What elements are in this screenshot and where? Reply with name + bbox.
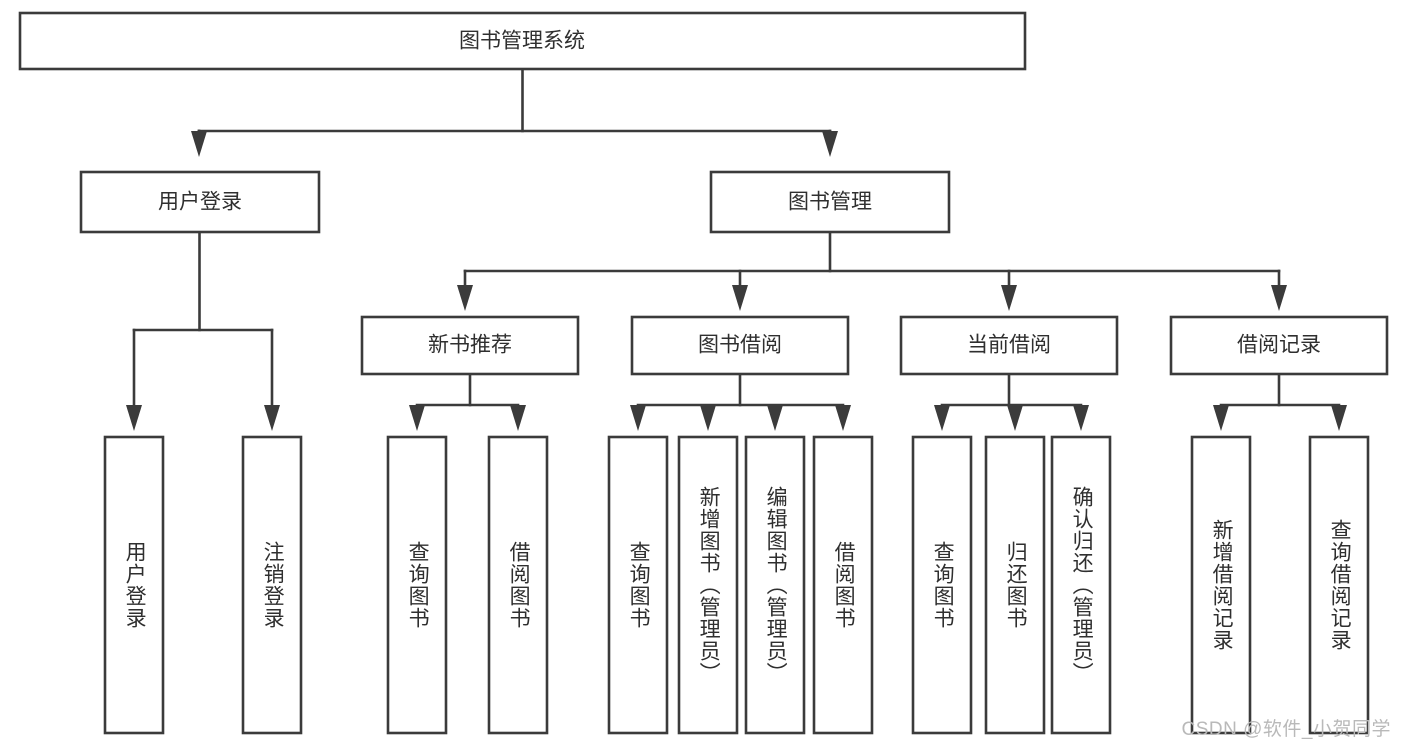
arrow-head-leaf-return-book [1007, 405, 1023, 431]
connector-group-new-book-recommend [409, 372, 526, 431]
node-user-login-label: 用户登录 [158, 191, 242, 214]
arrow-head-borrow-record [1271, 285, 1287, 311]
node-leaf-query-book-borrow-box[interactable] [607, 435, 669, 735]
node-leaf-confirm-return-admin-box[interactable] [1050, 435, 1112, 735]
leaf-boxes [103, 435, 1370, 735]
node-leaf-add-book-admin-box[interactable] [677, 435, 739, 735]
node-book-management-box[interactable] [709, 170, 951, 234]
node-user-login[interactable]: 用户登录 [79, 170, 321, 234]
arrow-head-new-book-recommend [457, 285, 473, 311]
node-root-box[interactable] [18, 11, 1027, 71]
node-leaf-user-login-box[interactable] [103, 435, 165, 735]
node-current-borrow-label: 当前借阅 [967, 334, 1051, 357]
connector-group-book-management [457, 230, 1287, 311]
arrow-head-leaf-borrow-book [835, 405, 851, 431]
connector-group-root [191, 67, 838, 157]
arrow-head-leaf-add-borrow-record [1213, 405, 1229, 431]
arrow-head-book-borrow [732, 285, 748, 311]
node-leaf-query-borrow-record-box[interactable] [1308, 435, 1370, 735]
node-borrow-record-box[interactable] [1169, 315, 1389, 376]
node-book-borrow[interactable]: 图书借阅 [630, 315, 850, 376]
arrow-head-leaf-logout-login [264, 405, 280, 431]
node-new-book-recommend[interactable]: 新书推荐 [360, 315, 580, 376]
arrow-head-leaf-query-book-current [934, 405, 950, 431]
node-new-book-recommend-box[interactable] [360, 315, 580, 376]
arrow-head-leaf-edit-book-admin [767, 405, 783, 431]
node-user-login-box[interactable] [79, 170, 321, 234]
arrow-head-leaf-user-login [126, 405, 142, 431]
node-book-borrow-label: 图书借阅 [698, 334, 782, 357]
node-borrow-record[interactable]: 借阅记录 [1169, 315, 1389, 376]
node-leaf-logout-login-box[interactable] [241, 435, 303, 735]
node-current-borrow[interactable]: 当前借阅 [899, 315, 1119, 376]
node-leaf-return-book-box[interactable] [984, 435, 1046, 735]
arrow-head-leaf-borrow-book-recommend [510, 405, 526, 431]
arrow-head-leaf-query-book-recommend [409, 405, 425, 431]
connector-group-current-borrow [934, 372, 1089, 431]
csdn-watermark: CSDN @软件_小贺同学 [1181, 719, 1391, 740]
node-current-borrow-box[interactable] [899, 315, 1119, 376]
connector-group-borrow-record [1213, 372, 1347, 431]
node-leaf-add-borrow-record-box[interactable] [1190, 435, 1252, 735]
node-leaf-edit-book-admin-box[interactable] [744, 435, 806, 735]
connector-group-book-borrow [630, 372, 851, 431]
arrow-head-book-management [822, 131, 838, 157]
node-root-label: 图书管理系统 [459, 30, 585, 53]
arrow-head-leaf-confirm-return-admin [1073, 405, 1089, 431]
node-book-management-label: 图书管理 [788, 191, 872, 214]
arrow-head-leaf-query-book-borrow [630, 405, 646, 431]
node-book-management[interactable]: 图书管理 [709, 170, 951, 234]
node-new-book-recommend-label: 新书推荐 [428, 334, 512, 357]
node-leaf-query-book-current-box[interactable] [911, 435, 973, 735]
node-root[interactable]: 图书管理系统 [18, 11, 1027, 71]
arrow-head-leaf-add-book-admin [700, 405, 716, 431]
node-book-borrow-box[interactable] [630, 315, 850, 376]
connector-group-user-login [126, 230, 280, 431]
arrow-head-leaf-query-borrow-record [1331, 405, 1347, 431]
node-leaf-borrow-book-box[interactable] [812, 435, 874, 735]
node-borrow-record-label: 借阅记录 [1237, 334, 1321, 357]
node-leaf-borrow-book-recommend-box[interactable] [487, 435, 549, 735]
arrow-head-current-borrow [1001, 285, 1017, 311]
arrow-head-user-login [191, 131, 207, 157]
node-leaf-query-book-recommend-box[interactable] [386, 435, 448, 735]
